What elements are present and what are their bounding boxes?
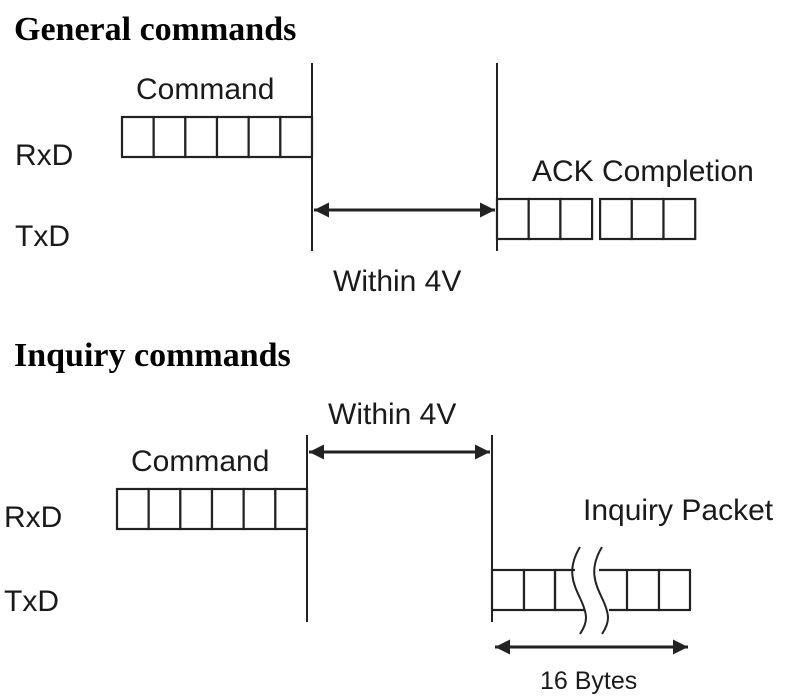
ack-byte-box: [559, 197, 594, 241]
inquiry-command-bytes: [115, 487, 309, 531]
command-byte-box: [179, 487, 214, 531]
inquiry-heading: Inquiry commands: [14, 337, 291, 374]
inquiry-command-label: Command: [131, 445, 269, 478]
general-heading: General commands: [14, 11, 296, 48]
command-byte-box: [210, 487, 245, 531]
packet-length-label: 16 Bytes: [540, 667, 637, 695]
command-byte-box: [215, 115, 250, 159]
ack-byte-box: [495, 197, 530, 241]
ack-byte-box: [630, 197, 665, 241]
command-byte-box: [242, 487, 277, 531]
general-commands-section: General commands Command RxD TxD Within …: [14, 11, 754, 298]
command-byte-box: [115, 487, 150, 531]
inquiry-packet-bytes: [490, 546, 692, 635]
inquiry-txd-label: TxD: [4, 585, 59, 618]
ack-byte-box: [598, 197, 633, 241]
general-command-label: Command: [136, 73, 274, 106]
ack-byte-box: [662, 197, 697, 241]
general-ack-bytes: [495, 197, 697, 241]
packet-byte-box: [625, 568, 661, 612]
general-command-bytes: [120, 115, 314, 159]
packet-break-mark: [571, 546, 587, 635]
general-response-label: ACK Completion: [532, 155, 754, 188]
command-byte-box: [147, 487, 182, 531]
command-byte-box: [279, 115, 314, 159]
inquiry-response-label: Inquiry Packet: [583, 494, 774, 527]
command-byte-box: [152, 115, 187, 159]
general-txd-label: TxD: [15, 220, 70, 253]
command-byte-box: [120, 115, 155, 159]
packet-byte-box: [657, 568, 692, 612]
inquiry-timing-label: Within 4V: [328, 398, 456, 431]
packet-break-mark: [593, 546, 609, 635]
ack-byte-box: [527, 197, 562, 241]
general-timing-label: Within 4V: [333, 265, 461, 298]
packet-byte-box: [490, 568, 526, 612]
inquiry-commands-section: Inquiry commands Within 4V Command RxD T…: [4, 337, 774, 695]
command-byte-box: [247, 115, 282, 159]
command-byte-box: [274, 487, 309, 531]
packet-byte-box: [522, 568, 557, 612]
general-rxd-label: RxD: [15, 139, 73, 172]
inquiry-rxd-label: RxD: [4, 501, 62, 534]
command-byte-box: [184, 115, 219, 159]
